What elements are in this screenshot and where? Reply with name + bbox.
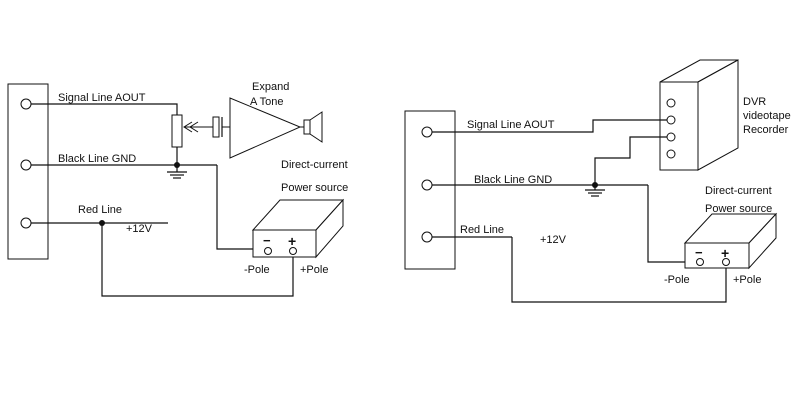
- left-resistor: [171, 114, 183, 148]
- right-power-label-1: Direct-current: [705, 185, 772, 197]
- right-pos-pole-label: +Pole: [733, 274, 761, 286]
- left-connector-block: [7, 83, 49, 260]
- right-ground-label: Black Line GND: [474, 174, 552, 186]
- right-dvr-recorder: [659, 59, 739, 171]
- left-neg-terminal: [264, 247, 272, 255]
- right-minus-symbol: −: [695, 245, 703, 260]
- left-signal-wire: [31, 103, 178, 115]
- right-plus-symbol: +: [721, 245, 729, 261]
- left-pos-terminal: [289, 247, 297, 255]
- left-power-label-1: Direct-current: [281, 159, 348, 171]
- left-power-source: − +: [251, 198, 345, 259]
- left-pos-pole-label: +Pole: [300, 264, 328, 276]
- left-capacitor: [212, 116, 220, 138]
- left-red-label: Red Line: [78, 204, 122, 216]
- right-signal-wire: [432, 119, 667, 133]
- right-dvr-label-1: DVR: [743, 96, 766, 108]
- left-speaker-icon: [303, 119, 311, 135]
- right-neg-pole-label: -Pole: [664, 274, 690, 286]
- right-dvr-label-2: videotape: [743, 110, 791, 122]
- right-diagram: DVR videotape Recorder − + Sig: [404, 59, 791, 303]
- right-signal-label: Signal Line AOUT: [467, 119, 555, 131]
- right-ground-symbol: [585, 189, 605, 197]
- dvr-jack-1: [666, 98, 676, 108]
- left-plus-symbol: +: [288, 233, 296, 249]
- right-red-label: Red Line: [460, 224, 504, 236]
- left-amplifier-triangle: [229, 97, 302, 159]
- right-connector-block: [404, 110, 456, 270]
- left-power-label-2: Power source: [281, 182, 348, 194]
- left-minus-symbol: −: [263, 233, 271, 248]
- right-pos-terminal: [722, 258, 730, 266]
- right-power-source: − +: [683, 212, 778, 270]
- left-diagram: Expand A Tone − + Signal Line AOUT Black: [7, 81, 348, 297]
- left-amplifier-label-2: A Tone: [250, 96, 283, 108]
- left-voltage-label: +12V: [126, 223, 153, 235]
- right-power-label-2: Power source: [705, 203, 772, 215]
- dvr-jack-4: [666, 149, 676, 159]
- left-ground-symbol: [167, 171, 187, 179]
- right-dvr-label-3: Recorder: [743, 124, 789, 136]
- left-signal-label: Signal Line AOUT: [58, 92, 146, 104]
- left-amplifier-label-1: Expand: [252, 81, 289, 93]
- right-voltage-label: +12V: [540, 234, 567, 246]
- left-ground-label: Black Line GND: [58, 153, 136, 165]
- right-neg-terminal: [696, 258, 704, 266]
- left-neg-pole-label: -Pole: [244, 264, 270, 276]
